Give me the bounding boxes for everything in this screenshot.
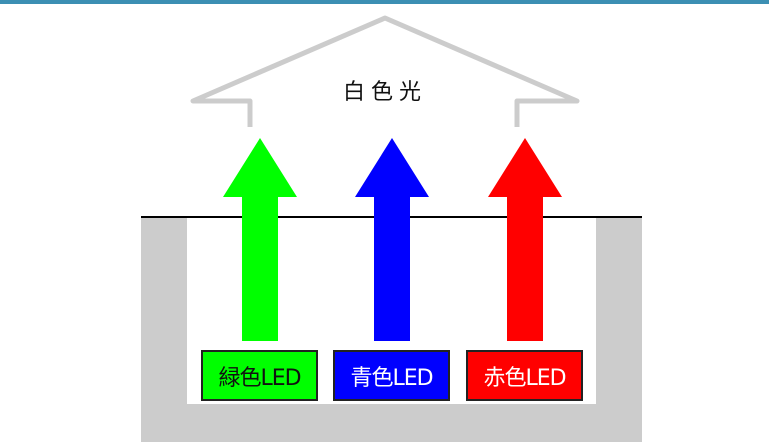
led-housing [141,218,642,442]
roof-outline [190,15,580,127]
green-arrow [223,138,297,341]
red-arrow [488,138,562,341]
blue-arrow [355,138,429,341]
blue-led-label: 青色LED [333,350,450,401]
green-led-label: 緑色LED [201,350,318,401]
top-bar [0,0,769,4]
white-light-label: 白色光 [342,80,427,105]
red-led-label: 赤色LED [466,350,583,401]
